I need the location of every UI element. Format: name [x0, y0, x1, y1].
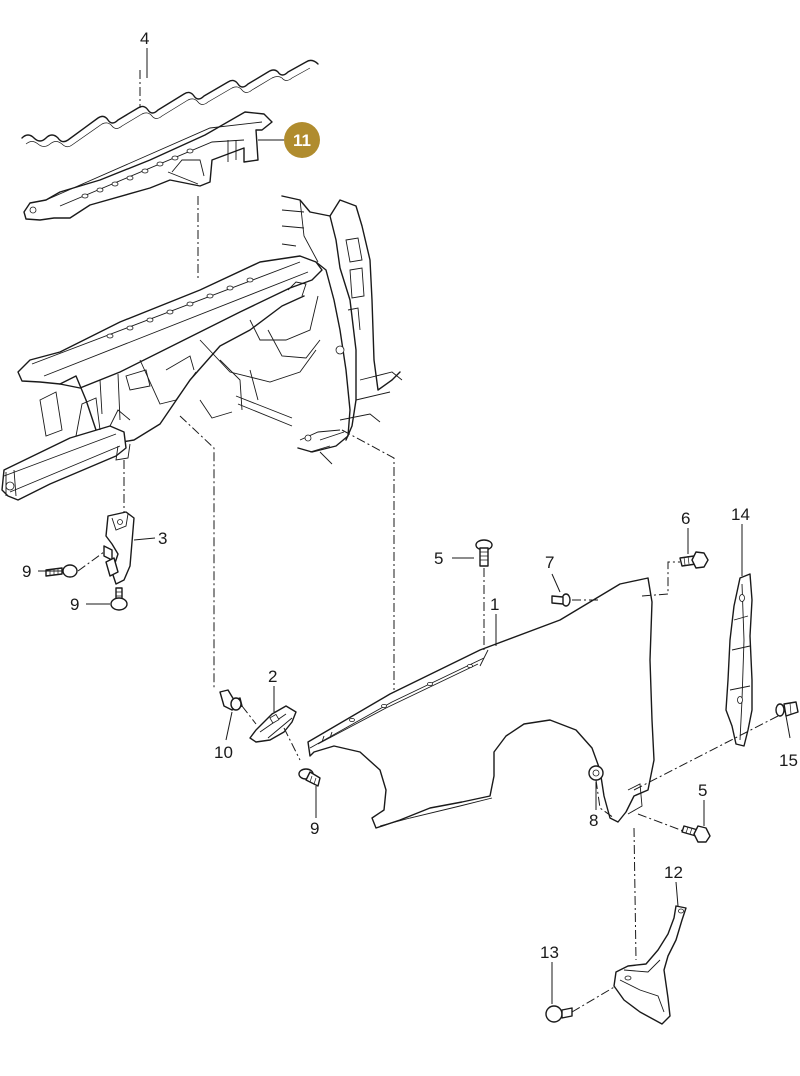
bolt-part-9-bottom[interactable]	[298, 768, 321, 787]
screw-part-6[interactable]	[679, 551, 709, 569]
callout-6: 6	[681, 509, 690, 528]
callout-2: 2	[268, 667, 277, 686]
front-fender-part-1[interactable]	[307, 577, 655, 829]
upper-rail-part-11[interactable]	[23, 111, 273, 221]
leader-lines	[38, 48, 791, 1004]
callout-7: 7	[545, 553, 554, 572]
bolt-part-9-left-lower[interactable]	[110, 587, 128, 611]
bolt-part-9-left-upper[interactable]	[45, 564, 78, 578]
screw-part-5-top[interactable]	[475, 539, 493, 567]
callout-11: 11	[293, 131, 311, 150]
screw-part-5-bottom[interactable]	[681, 825, 711, 843]
callout-3: 3	[158, 529, 167, 548]
clip-part-15[interactable]	[775, 701, 799, 717]
highlight-badge-11[interactable]: 11	[284, 122, 320, 158]
callout-9-left-upper: 9	[22, 562, 31, 581]
assembly-lines	[77, 70, 779, 1013]
seal-strip-part-4[interactable]	[21, 59, 319, 148]
callout-14: 14	[731, 505, 750, 524]
trim-panel-part-14[interactable]	[725, 573, 753, 747]
callout-5-bottom: 5	[698, 781, 707, 800]
callout-12: 12	[664, 863, 683, 882]
callout-4: 4	[140, 29, 149, 48]
bracket-part-3[interactable]	[103, 511, 135, 585]
nut-part-8[interactable]	[588, 765, 604, 781]
callout-8: 8	[589, 811, 598, 830]
callout-13: 13	[540, 943, 559, 962]
callout-9-bottom: 9	[310, 819, 319, 838]
clip-part-7[interactable]	[551, 593, 571, 607]
bracket-part-2[interactable]	[249, 705, 297, 743]
badge-circle	[284, 122, 320, 158]
clip-part-10[interactable]	[219, 689, 243, 711]
body-front-structure	[1, 195, 403, 501]
callout-1: 1	[490, 595, 499, 614]
clip-part-13[interactable]	[545, 1005, 573, 1023]
callout-15: 15	[779, 751, 798, 770]
callout-10: 10	[214, 743, 233, 762]
callout-5-top: 5	[434, 549, 443, 568]
callout-9-left-lower: 9	[70, 595, 79, 614]
callout-labels: 4 3 9 9 2 10 9 5 1 7 6 14 15 8 5 12 13	[22, 29, 798, 962]
wheel-arch-liner-part-12[interactable]	[613, 905, 687, 1025]
